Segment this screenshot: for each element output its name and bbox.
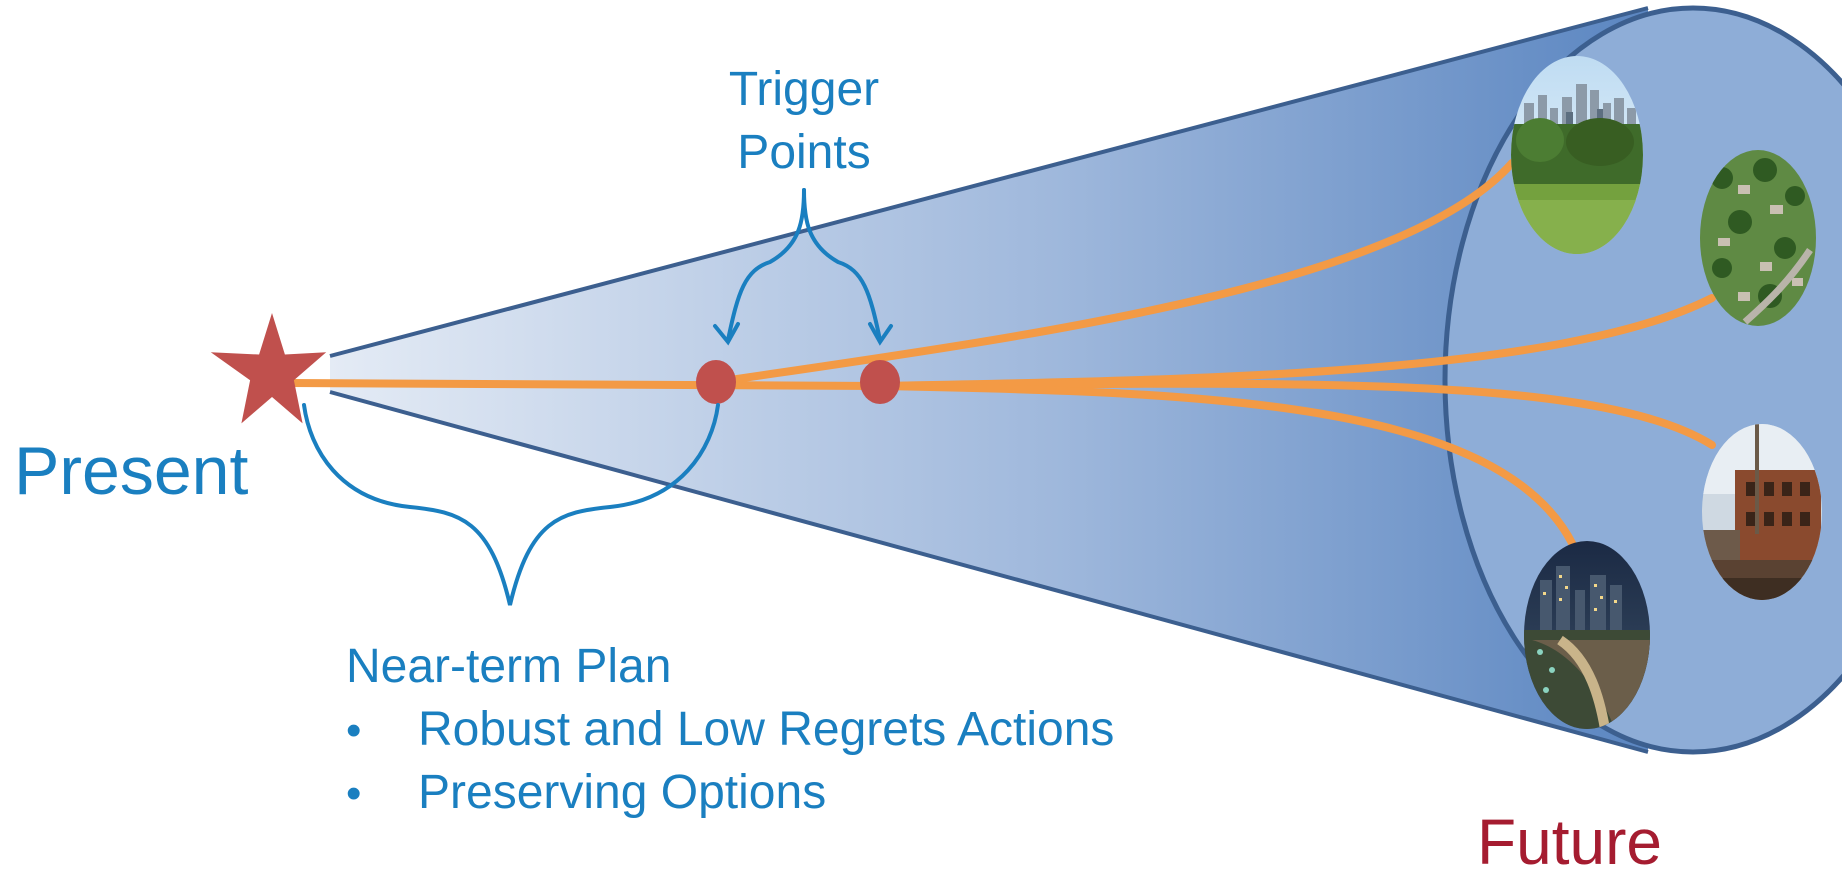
cone-top-edge — [329, 6, 1649, 358]
present-label: Present — [14, 433, 248, 509]
city-skyline-park-photo — [1511, 56, 1643, 254]
pathways — [286, 159, 1716, 549]
trigger-point-dot-1 — [696, 360, 736, 404]
near-term-plan-brace — [302, 403, 720, 606]
present-star-icon — [210, 313, 327, 424]
bullet-robust-low-regrets: Robust and Low Regrets Actions — [418, 703, 1114, 756]
trigger-points-brace — [713, 188, 893, 346]
pathway-to-industrial — [876, 379, 1716, 449]
trigger-point-dot-2 — [860, 360, 900, 404]
pathway-trunk — [286, 379, 884, 390]
trigger-points-label-line2: Points — [737, 126, 870, 179]
near-term-plan-title: Near-term Plan — [346, 640, 671, 693]
bullet-preserving-options: Preserving Options — [418, 766, 826, 819]
pathway-to-night-city — [876, 382, 1577, 549]
suburban-neighborhood-aerial-photo — [1700, 150, 1816, 326]
future-label: Future — [1477, 806, 1662, 873]
bullet-marker-1: • — [346, 706, 361, 755]
pathway-to-skyline — [712, 159, 1516, 386]
trigger-points-label-line1: Trigger — [729, 63, 879, 116]
bullet-marker-2: • — [346, 769, 361, 818]
city-night-river-photo — [1524, 541, 1650, 729]
cone-bottom-edge — [329, 390, 1649, 754]
